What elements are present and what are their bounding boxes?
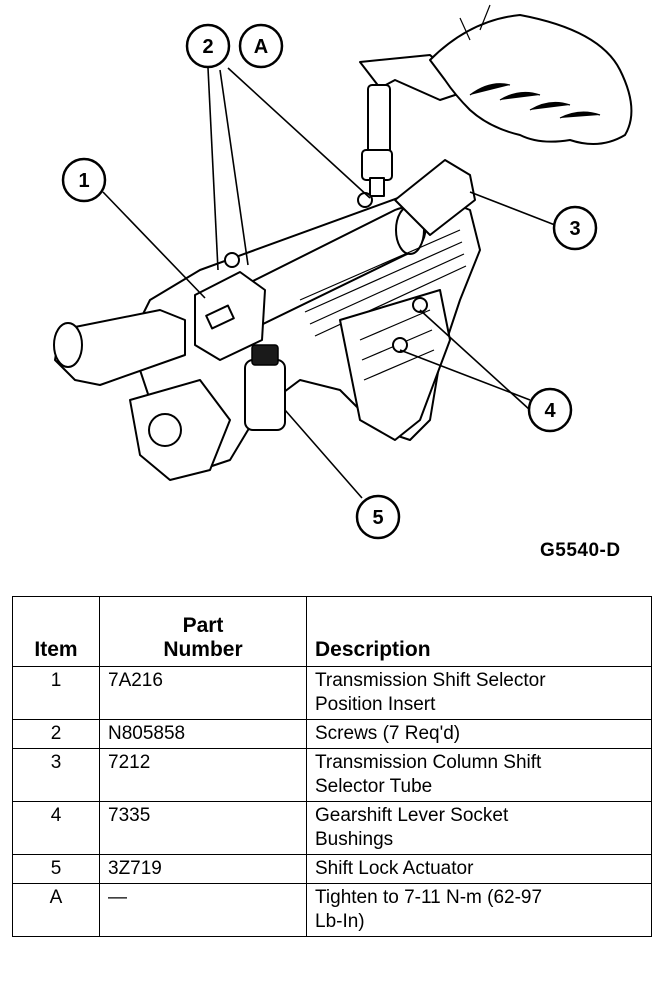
table-row: A — Tighten to 7-11 N-m (62-97 Lb-In) xyxy=(12,883,652,937)
exploded-diagram: 2 A 1 3 4 5 xyxy=(53,4,633,540)
desc-line1: Shift Lock Actuator xyxy=(315,858,474,879)
desc-line2: Selector Tube xyxy=(315,776,433,797)
table-row: 2 N805858 Screws (7 Req'd) xyxy=(12,719,652,749)
callout-a: A xyxy=(238,23,284,69)
callout-4: 4 xyxy=(527,387,573,433)
cell-description: Shift Lock Actuator xyxy=(306,854,652,884)
desc-line2: Position Insert xyxy=(315,694,436,715)
figure-code: G5540-D xyxy=(540,540,621,561)
cell-part: 7A216 xyxy=(99,666,307,720)
table-header-row: Item Part Number Description xyxy=(12,596,652,667)
cell-description: Gearshift Lever Socket Bushings xyxy=(306,801,652,855)
svg-text:3: 3 xyxy=(569,218,580,240)
desc-line2: Bushings xyxy=(315,829,394,850)
steering-column-assembly xyxy=(53,159,481,481)
cell-item: 1 xyxy=(12,666,100,720)
desc-line1: Gearshift Lever Socket xyxy=(315,805,509,826)
desc-line2: Lb-In) xyxy=(315,911,365,932)
desc-line1: Transmission Shift Selector xyxy=(315,670,546,691)
svg-text:2: 2 xyxy=(202,36,213,58)
cell-part: 7212 xyxy=(99,748,307,802)
callout-2: 2 xyxy=(185,23,231,69)
cell-item: 4 xyxy=(12,801,100,855)
hand-illustration xyxy=(429,4,633,145)
table-row: 5 3Z719 Shift Lock Actuator xyxy=(12,854,652,884)
cell-part: — xyxy=(99,883,307,937)
cell-description: Tighten to 7-11 N-m (62-97 Lb-In) xyxy=(306,883,652,937)
cell-item: 2 xyxy=(12,719,100,749)
callout-1: 1 xyxy=(61,157,107,203)
cell-description: Screws (7 Req'd) xyxy=(306,719,652,749)
table-row: 1 7A216 Transmission Shift Selector Posi… xyxy=(12,666,652,720)
cell-part: 3Z719 xyxy=(99,854,307,884)
parts-table: Item Part Number Description 1 7A216 Tra… xyxy=(12,596,652,937)
svg-text:5: 5 xyxy=(372,507,383,529)
table-row: 4 7335 Gearshift Lever Socket Bushings xyxy=(12,801,652,855)
callout-3: 3 xyxy=(552,205,598,251)
header-description: Description xyxy=(306,596,652,667)
desc-line1: Screws (7 Req'd) xyxy=(315,723,461,744)
cell-part: 7335 xyxy=(99,801,307,855)
callout-5: 5 xyxy=(355,494,401,540)
header-part-line1: Part xyxy=(182,614,224,637)
table-row: 3 7212 Transmission Column Shift Selecto… xyxy=(12,748,652,802)
desc-line1: Tighten to 7-11 N-m (62-97 xyxy=(315,887,543,908)
header-part-number: Part Number xyxy=(99,596,307,667)
svg-text:4: 4 xyxy=(544,400,556,422)
svg-text:1: 1 xyxy=(78,170,89,192)
cell-description: Transmission Column Shift Selector Tube xyxy=(306,748,652,802)
cell-item: 3 xyxy=(12,748,100,802)
leader-lines xyxy=(102,67,556,499)
svg-text:A: A xyxy=(254,36,268,58)
header-part-line2: Number xyxy=(163,638,243,661)
cell-part: N805858 xyxy=(99,719,307,749)
cell-item: 5 xyxy=(12,854,100,884)
desc-line1: Transmission Column Shift xyxy=(315,752,542,773)
cell-description: Transmission Shift Selector Position Ins… xyxy=(306,666,652,720)
header-item: Item xyxy=(12,596,100,667)
cell-item: A xyxy=(12,883,100,937)
